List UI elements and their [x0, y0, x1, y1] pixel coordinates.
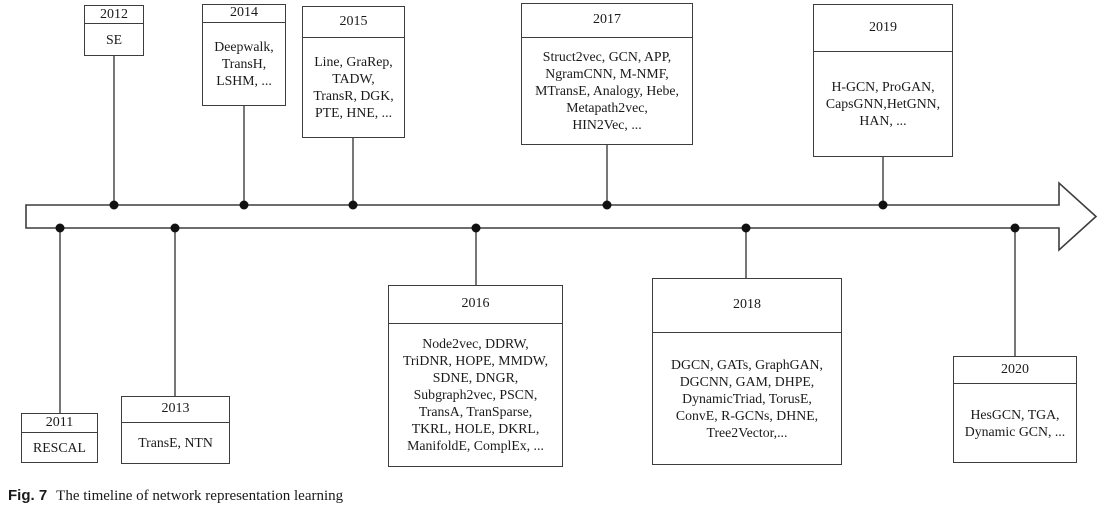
year-label: 2019: [814, 5, 952, 52]
year-label: 2020: [954, 357, 1076, 384]
year-box-2020: 2020 HesGCN, TGA, Dynamic GCN, ...: [953, 356, 1077, 463]
year-label: 2014: [203, 5, 285, 23]
timeline-dot-2020: [1010, 223, 1020, 233]
year-box-2014: 2014 Deepwalk, TransH, LSHM, ...: [202, 4, 286, 106]
methods-list: DGCN, GATs, GraphGAN, DGCNN, GAM, DHPE, …: [671, 356, 823, 440]
timeline-dot-2013: [170, 223, 180, 233]
year-box-2019: 2019 H-GCN, ProGAN, CapsGNN,HetGNN, HAN,…: [813, 4, 953, 157]
year-box-2016: 2016 Node2vec, DDRW, TriDNR, HOPE, MMDW,…: [388, 285, 563, 467]
timeline-dot-2016: [471, 223, 481, 233]
methods-list: Node2vec, DDRW, TriDNR, HOPE, MMDW, SDNE…: [402, 336, 549, 454]
timeline-dot-2015: [348, 200, 358, 210]
year-box-2018: 2018 DGCN, GATs, GraphGAN, DGCNN, GAM, D…: [652, 278, 842, 465]
timeline-dot-2018: [741, 223, 751, 233]
methods-list: SE: [105, 32, 123, 47]
timeline-dot-2011: [55, 223, 65, 233]
year-box-2011: 2011 RESCAL: [21, 413, 98, 463]
figure-caption: Fig. 7 The timeline of network representa…: [8, 487, 343, 505]
methods-list: H-GCN, ProGAN, CapsGNN,HetGNN, HAN, ...: [825, 79, 941, 129]
year-box-2012: 2012 SE: [84, 5, 144, 56]
methods-list: RESCAL: [33, 439, 86, 455]
methods-list: TransE, NTN: [138, 435, 213, 451]
year-label: 2013: [122, 397, 229, 423]
methods-list: HesGCN, TGA, Dynamic GCN, ...: [964, 406, 1066, 439]
timeline-dot-2019: [878, 200, 888, 210]
year-box-2015: 2015 Line, GraRep, TADW, TransR, DGK, PT…: [302, 6, 405, 138]
figure-caption-label: Fig. 7: [8, 487, 48, 504]
year-label: 2017: [522, 4, 692, 38]
timeline-dot-2014: [239, 200, 249, 210]
year-label: 2015: [303, 7, 404, 38]
figure-caption-text: The timeline of network representation l…: [56, 488, 344, 504]
methods-list: Line, GraRep, TADW, TransR, DGK, PTE, HN…: [313, 54, 394, 121]
year-box-2017: 2017 Struct2vec, GCN, APP, NgramCNN, M-N…: [521, 3, 693, 145]
year-box-2013: 2013 TransE, NTN: [121, 396, 230, 464]
year-label: 2016: [389, 286, 562, 324]
year-label: 2011: [22, 414, 97, 433]
timeline-arrow: [25, 181, 1098, 252]
methods-list: Deepwalk, TransH, LSHM, ...: [214, 39, 274, 89]
methods-list: Struct2vec, GCN, APP, NgramCNN, M-NMF, M…: [535, 49, 679, 133]
year-label: 2012: [85, 6, 143, 24]
year-label: 2018: [653, 279, 841, 333]
timeline-dot-2012: [109, 200, 119, 210]
timeline-dot-2017: [602, 200, 612, 210]
